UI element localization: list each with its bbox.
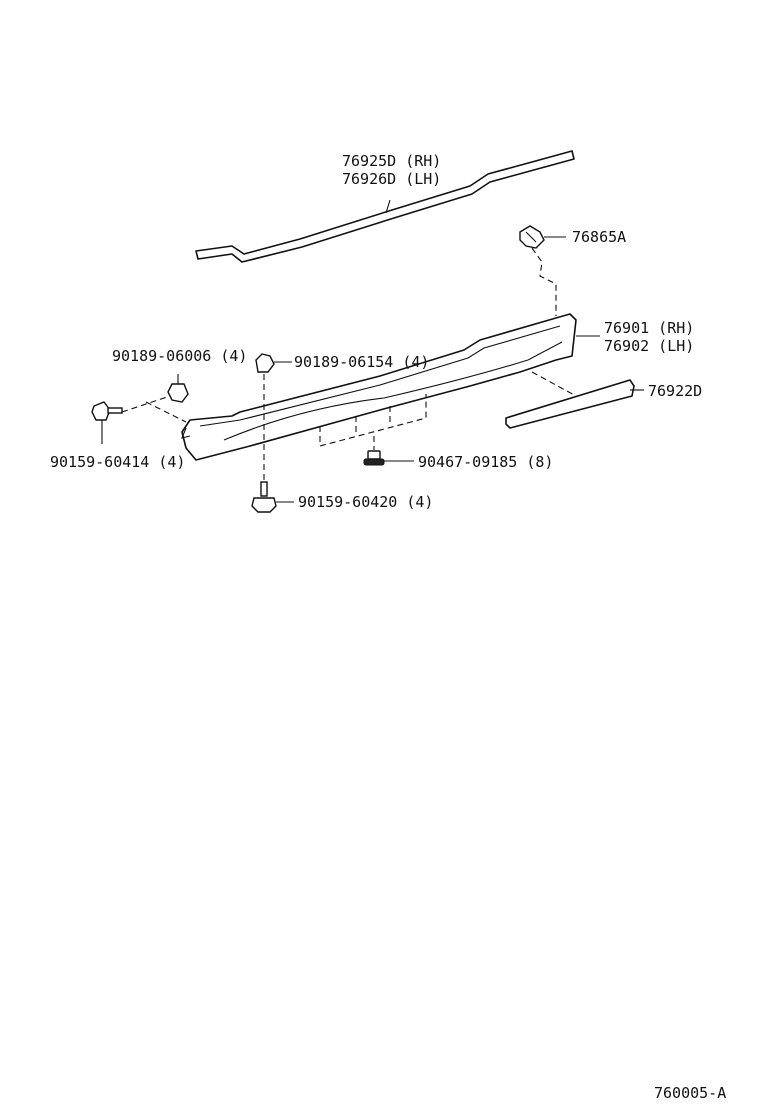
- label-76922d: 76922D: [648, 382, 702, 400]
- molding-76922d: [505, 379, 644, 429]
- clip-90467: [363, 450, 414, 466]
- clip-76865a: [519, 225, 566, 249]
- label-90189-06154: 90189-06154 (4): [294, 353, 429, 371]
- label-90189-06006: 90189-06006 (4): [112, 347, 247, 365]
- nut-90189-06154: [255, 353, 292, 373]
- diagram-code: 760005-A: [654, 1084, 726, 1102]
- weatherstrip-leader: [385, 199, 391, 214]
- label-90467: 90467-09185 (8): [418, 453, 553, 471]
- label-90159-60420: 90159-60420 (4): [298, 493, 433, 511]
- molding-dash-line: [531, 371, 577, 397]
- screw-90159-60414: [91, 401, 123, 444]
- label-90159-60414: 90159-60414 (4): [50, 453, 185, 471]
- label-76925d: 76925D (RH): [342, 152, 441, 170]
- label-76926d: 76926D (LH): [342, 170, 441, 188]
- clip-dash-line: [531, 247, 557, 316]
- screw-90159-60420: [251, 481, 294, 513]
- bottom-bracket-dash: [319, 394, 427, 447]
- label-76902: 76902 (LH): [604, 337, 694, 355]
- grommet-90189-06006: [167, 374, 189, 403]
- weatherstrip: [195, 150, 575, 263]
- rocker-panel: [181, 313, 577, 461]
- grommet-dash-line: [121, 395, 187, 423]
- label-76865a: 76865A: [572, 228, 626, 246]
- label-76901: 76901 (RH): [604, 319, 694, 337]
